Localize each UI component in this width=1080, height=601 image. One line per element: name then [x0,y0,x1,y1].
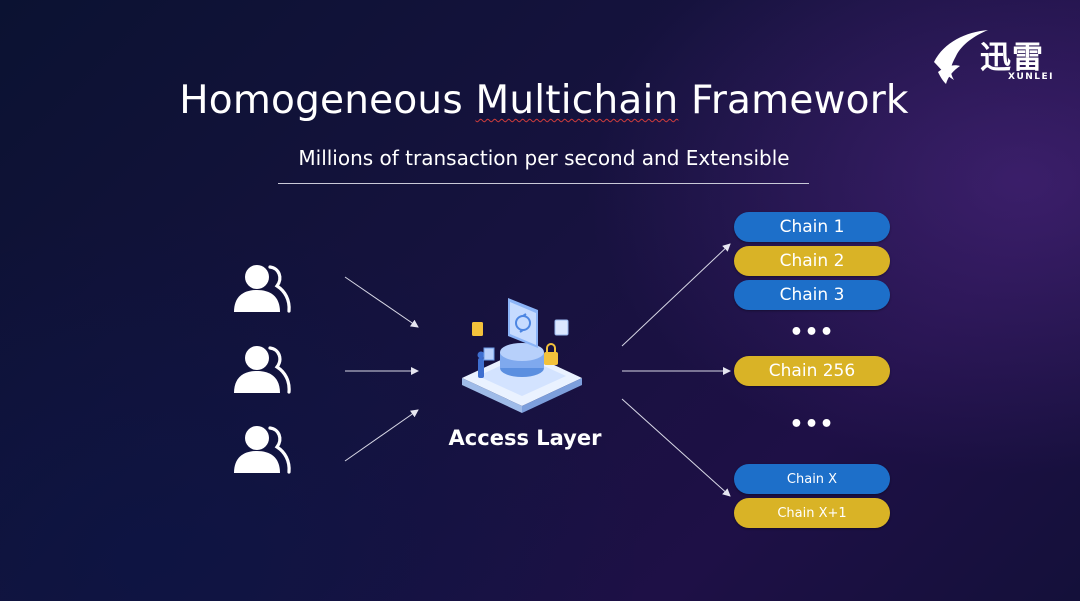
xunlei-logo: 迅雷 XUNLEI [930,26,1060,88]
user-icon [232,262,294,314]
bird-icon [934,30,988,84]
title-part-2: Multichain [475,78,679,123]
chain-2-pill: Chain 2 [734,246,890,276]
arrow-access-to-chainx [621,398,731,497]
arrow-access-to-chain1 [621,243,731,347]
chain-x-pill: Chain X [734,464,890,494]
access-layer-label: Access Layer [448,426,602,450]
logo-english-text: XUNLEI [1008,72,1055,82]
user-icon [232,343,294,395]
slide-title: Homogeneous Multichain Framework [0,78,1080,123]
isometric-platform-icon [462,298,582,413]
chain-3-pill: Chain 3 [734,280,890,310]
chain-x-plus-1-pill: Chain X+1 [734,498,890,528]
slide-subtitle: Millions of transaction per second and E… [298,146,790,170]
arrow-user1-to-access [344,276,419,328]
subtitle-divider [278,183,809,184]
user-icon [232,423,294,475]
logo-chinese-text: 迅雷 [980,40,1044,76]
chain-ellipsis-top: ••• [789,320,835,345]
chain-1-pill: Chain 1 [734,212,890,242]
arrow-user3-to-access [344,409,419,462]
title-part-1: Homogeneous [179,78,476,123]
title-part-3: Framework [678,78,909,123]
chain-256-pill: Chain 256 [734,356,890,386]
access-layer-illustration [452,290,592,415]
chain-ellipsis-bottom: ••• [789,412,835,437]
